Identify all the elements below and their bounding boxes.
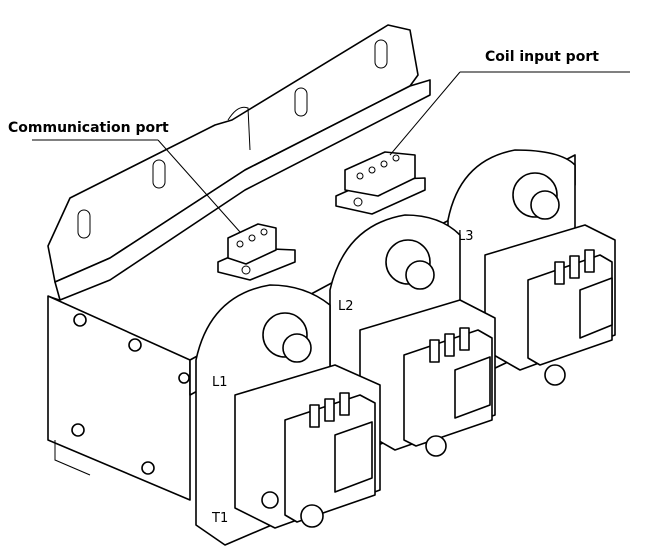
coil-input-port-block <box>335 151 426 215</box>
coil-input-port-label: Coil input port <box>485 49 599 65</box>
mounting-slot <box>77 209 91 239</box>
mounting-slot <box>374 39 388 69</box>
screw-icon <box>141 461 155 475</box>
terminal-bolt <box>530 190 560 220</box>
mounting-slot <box>294 87 308 117</box>
communication-port-block <box>217 223 296 281</box>
leader-line <box>157 139 241 233</box>
terminal-bolt <box>282 333 312 363</box>
communication-port-label: Communication port <box>8 120 169 136</box>
screw-icon <box>178 372 190 384</box>
callout-communication-port: Communication port <box>8 120 241 233</box>
relay-pin <box>309 404 320 428</box>
relay-pin <box>429 339 440 363</box>
module-label-t1: T1 <box>211 511 228 526</box>
relay-pin <box>324 398 335 422</box>
module-label-l1: L1 <box>212 375 228 390</box>
relay-pin <box>554 261 565 285</box>
leader-line <box>389 71 461 156</box>
module-label-l2: L2 <box>338 299 354 314</box>
screw-icon <box>128 338 142 352</box>
relay-pin <box>569 255 580 279</box>
relay-pin <box>459 327 470 351</box>
contactor-module-1: L1 T1 <box>195 284 381 546</box>
screw-icon <box>73 313 87 327</box>
relay-pin <box>444 333 455 357</box>
callout-coil-input-port: Coil input port <box>389 49 630 156</box>
relay-pin <box>339 392 350 416</box>
relay-pin <box>584 249 595 273</box>
module-label-l3: L3 <box>458 229 474 244</box>
mounting-slot <box>152 159 166 189</box>
screw-icon <box>71 423 85 437</box>
terminal-bolt <box>405 260 435 290</box>
mounting-plate <box>47 24 431 301</box>
